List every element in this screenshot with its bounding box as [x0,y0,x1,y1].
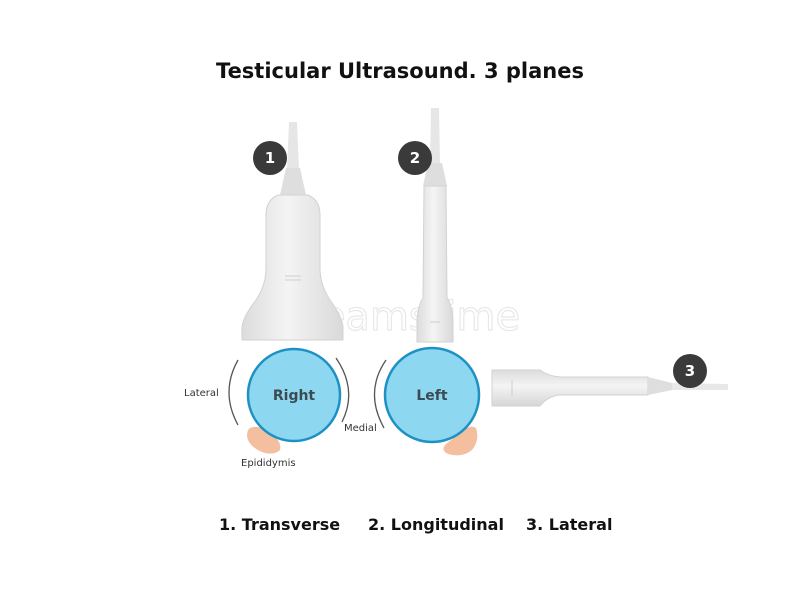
left-epididymis [443,426,478,456]
probe-2 [416,108,454,343]
diagram-title: Testicular Ultrasound. 3 planes [216,59,584,83]
badge-2-label: 2 [410,149,420,167]
right-testis [246,347,342,443]
probe-2-cable [430,108,440,165]
probe-3-handle [491,369,649,407]
probe-2-neck [423,163,447,186]
probe-3 [491,369,728,407]
right-testis-label: Right [273,388,316,404]
lateral-label: Lateral [184,388,219,399]
medial-label: Medial [344,423,377,434]
left-testis-group: Left [373,346,481,456]
plane-label-transverse: 1. Transverse [219,515,340,534]
probe-1-neck [280,168,306,195]
probe-1-cable [287,122,299,170]
left-testis [383,346,481,444]
badge-3: 3 [673,354,707,388]
badge-2: 2 [398,141,432,175]
probe-1-handle [241,194,344,341]
right-epididymis [247,426,281,454]
right-medial-arc [335,357,350,423]
plane-label-lateral: 3. Lateral [526,515,612,534]
left-arc [373,359,387,429]
left-testis-label: Left [416,388,448,404]
badge-1: 1 [253,141,287,175]
probe-3-neck [648,377,672,395]
right-lateral-arc [228,359,239,426]
badge-1-label: 1 [265,149,275,167]
badge-3-label: 3 [685,362,695,380]
epididymis-label: Epididymis [241,458,296,469]
right-testis-group: Right [228,347,350,454]
probe-2-handle [416,185,454,343]
plane-label-longitudinal: 2. Longitudinal [368,515,504,534]
probe-1 [241,122,344,341]
